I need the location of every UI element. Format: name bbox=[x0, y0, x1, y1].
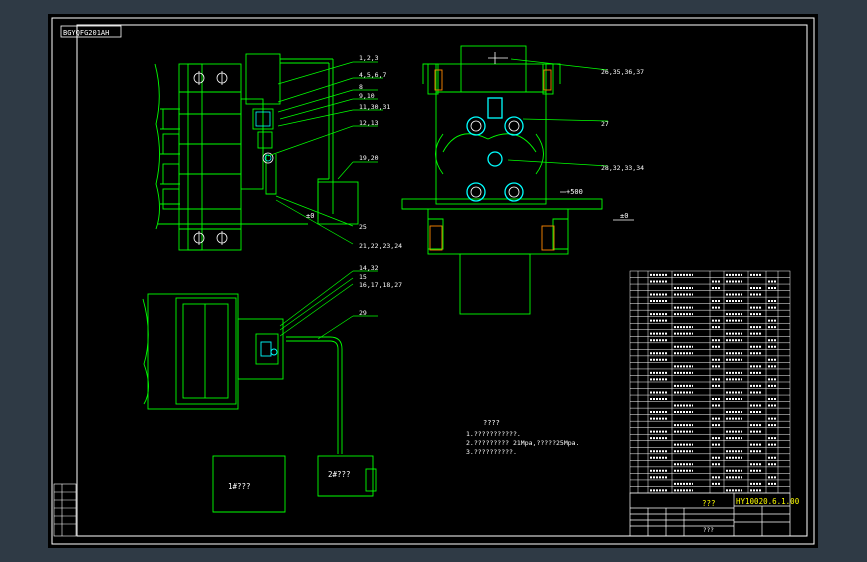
title-name: ??? bbox=[702, 499, 716, 508]
callout-plan-4: 29 bbox=[359, 309, 367, 317]
callout-3: 8 bbox=[359, 83, 363, 91]
callout-side-3: 28,32,33,34 bbox=[601, 164, 644, 172]
drawing-sheet: BGYQFG201AH bbox=[48, 14, 818, 548]
title-block bbox=[629, 492, 791, 537]
callout-7: 19,20 bbox=[359, 154, 379, 162]
front-leaders bbox=[267, 61, 383, 245]
inner-frame bbox=[76, 24, 808, 537]
corner-label-box bbox=[60, 25, 122, 38]
left-margin-table bbox=[53, 483, 77, 537]
parts-list bbox=[629, 270, 791, 494]
elevation-500: +500 bbox=[566, 188, 583, 196]
side-leaders bbox=[507, 58, 609, 167]
side-view-wheels bbox=[466, 97, 524, 202]
callout-6: 12,13 bbox=[359, 119, 379, 127]
tank-1-label: 1#??? bbox=[228, 482, 251, 491]
title-company: ??? bbox=[703, 527, 714, 534]
tanks bbox=[212, 455, 377, 513]
technical-notes: ???? 1.???????????. 2.????????? 21Mpa,??… bbox=[466, 419, 580, 456]
notes-title: ???? bbox=[483, 419, 500, 427]
plan-leaders bbox=[279, 270, 378, 340]
callout-5: 11,30,31 bbox=[359, 103, 390, 111]
drawing-canvas: BGYQFG201AH bbox=[51, 17, 815, 545]
callout-9: 21,22,23,24 bbox=[359, 242, 402, 250]
front-view bbox=[154, 53, 359, 251]
side-view bbox=[401, 45, 603, 315]
plan-view bbox=[142, 293, 343, 454]
callout-8: 25 bbox=[359, 223, 367, 231]
callout-plan-3: 16,17,18,27 bbox=[359, 281, 402, 289]
elevation-zero-right: ±0 bbox=[620, 212, 628, 220]
callout-plan-2: 15 bbox=[359, 273, 367, 281]
note-2: 2.????????? 21Mpa,?????25Mpa. bbox=[466, 439, 580, 447]
callout-2: 4,5,6,7 bbox=[359, 71, 386, 79]
note-3: 3.??????????. bbox=[466, 448, 517, 456]
callout-plan-1: 14,32 bbox=[359, 264, 379, 272]
corner-label: BGYQFG201AH bbox=[63, 29, 109, 37]
outer-frame bbox=[51, 17, 815, 545]
note-1: 1.???????????. bbox=[466, 430, 521, 438]
callout-side-2: 27 bbox=[601, 120, 609, 128]
tank-2-label: 2#??? bbox=[328, 470, 351, 479]
callout-side-1: 26,35,36,37 bbox=[601, 68, 644, 76]
callout-1: 1,2,3 bbox=[359, 54, 379, 62]
elevation-zero-left: ±0 bbox=[306, 212, 314, 220]
callout-4: 9,10 bbox=[359, 92, 375, 100]
title-code: HY10020.6.1.00 bbox=[736, 497, 800, 506]
